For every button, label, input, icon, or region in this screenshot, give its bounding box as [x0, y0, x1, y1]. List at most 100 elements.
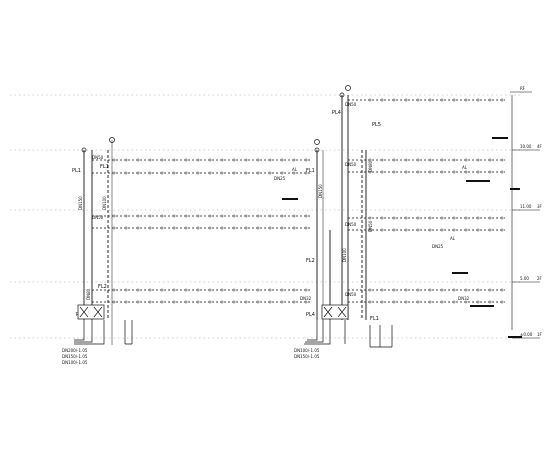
sprinkler-head-icon — [148, 288, 152, 292]
sprinkler-head-icon — [440, 98, 444, 102]
sprinkler-head-icon — [112, 300, 116, 304]
bottom-left-notes: DN200/-1.05 DN150/-1.05 DN100/-1.05 — [62, 348, 88, 365]
note-left-0: DN200/-1.05 — [62, 348, 88, 353]
sprinkler-head-icon — [392, 170, 396, 174]
sprinkler-head-icon — [416, 288, 420, 292]
riser-pipes — [83, 95, 513, 345]
sprinkler-head-icon — [476, 98, 480, 102]
sprinkler-head-icon — [304, 288, 308, 292]
sprinkler-head-icon — [464, 98, 468, 102]
sprinkler-head-icon — [184, 288, 188, 292]
floor-label-4f: 4F — [537, 144, 543, 149]
sprinkler-head-icon — [368, 98, 372, 102]
sprinkler-head-icon — [148, 300, 152, 304]
sprinkler-head-icon — [404, 158, 408, 162]
bottom-mid-notes: DN100/-1.05 DN150/-1.05 — [294, 348, 320, 359]
sprinkler-head-icon — [368, 158, 372, 162]
sprinkler-head-icon — [488, 288, 492, 292]
sprinkler-head-icon — [440, 228, 444, 232]
sprinkler-head-icon — [172, 288, 176, 292]
sprinkler-head-icon — [304, 158, 308, 162]
sprinkler-head-icon — [280, 288, 284, 292]
riser-label-fl2: FL2 — [98, 284, 107, 290]
sprinkler-head-icon — [404, 216, 408, 220]
branch-label-dn50-3f-r: DN50 — [345, 222, 357, 227]
sprinkler-head-icon — [148, 158, 152, 162]
sprinkler-head-icon — [488, 228, 492, 232]
sprinkler-head-icon — [404, 98, 408, 102]
sprinkler-head-icon — [232, 158, 236, 162]
sprinkler-head-icon — [292, 214, 296, 218]
sprinkler-head-icon — [124, 158, 128, 162]
sprinkler-head-icon — [280, 158, 284, 162]
sprinkler-head-icon — [148, 171, 152, 175]
floor-label-rf: RF — [520, 86, 526, 91]
sprinkler-head-icon — [500, 170, 504, 174]
sprinkler-head-icon — [244, 171, 248, 175]
sprinkler-head-icon — [244, 300, 248, 304]
branch-label-al-c: AL — [450, 236, 456, 241]
sprinkler-head-icon — [244, 214, 248, 218]
sprinkler-head-icon — [380, 300, 384, 304]
riser-label-pl4: PL4 — [306, 312, 315, 318]
sprinkler-head-icon — [268, 300, 272, 304]
riser-labels: PL1 FL1 FL2 PL3 FL1 FL1 FL2 PL4 PL4 PL5 … — [72, 110, 381, 322]
branch-label-dn32-b: DN32 — [458, 296, 470, 301]
riser-label-pl1: PL1 — [72, 168, 81, 174]
pipe-size-labels: DN150 DN100 DN80 DN150 DN100 DN80 DN50 — [78, 160, 373, 300]
sprinkler-head-icon — [124, 171, 128, 175]
sprinkler-head-icon — [380, 158, 384, 162]
sprinkler-head-icon — [368, 170, 372, 174]
sprinkler-head-icon — [196, 158, 200, 162]
branch-label-al-b: AL — [462, 165, 468, 170]
sprinkler-head-icon — [380, 288, 384, 292]
sprinkler-head-icon — [244, 158, 248, 162]
sprinkler-head-icon — [464, 300, 468, 304]
sprinkler-head-icon — [268, 158, 272, 162]
sprinkler-head-icon — [292, 158, 296, 162]
drain-stubs — [74, 320, 393, 348]
floor-elevation-3f: 11.00 — [520, 204, 532, 209]
sprinkler-head-icon — [292, 226, 296, 230]
floor-elevation-4f: 10.00 — [520, 144, 532, 149]
branch-size-labels: DN50 DN50 DN50 DN50 DN50 DN50 DN25 DN25 … — [92, 102, 470, 301]
sprinkler-head-icon — [172, 158, 176, 162]
sprinkler-head-icon — [452, 158, 456, 162]
sprinkler-head-icon — [476, 216, 480, 220]
sprinkler-head-icon — [172, 300, 176, 304]
sprinkler-head-icon — [440, 216, 444, 220]
sprinkler-head-icon — [416, 228, 420, 232]
sprinkler-head-icon — [160, 226, 164, 230]
branch-label-dn32-a: DN32 — [300, 296, 312, 301]
pipe-size-dn100-mid: DN100 — [342, 248, 347, 262]
sprinkler-head-icon — [404, 288, 408, 292]
note-left-2: DN100/-1.05 — [62, 360, 88, 365]
pipe-size-dn100-left: DN100 — [102, 196, 107, 210]
sprinkler-head-icon — [380, 170, 384, 174]
sprinkler-head-icon — [476, 170, 480, 174]
riser-label-fl1: FL1 — [100, 164, 109, 170]
sprinkler-head-icon — [220, 171, 224, 175]
sprinkler-head-icon — [380, 216, 384, 220]
sprinkler-head-icon — [208, 288, 212, 292]
sprinkler-head-icon — [292, 171, 296, 175]
pipe-size-dn150-left: DN150 — [78, 196, 83, 210]
sprinkler-head-icon — [160, 158, 164, 162]
pipe-size-dn50-right: DN50 — [368, 220, 373, 232]
note-left-1: DN150/-1.05 — [62, 354, 88, 359]
sprinkler-head-icon — [232, 226, 236, 230]
sprinkler-head-icon — [404, 228, 408, 232]
sprinkler-head-icon — [500, 288, 504, 292]
sprinkler-head-icon — [208, 300, 212, 304]
sprinkler-head-icon — [440, 170, 444, 174]
sprinkler-head-icon — [220, 300, 224, 304]
sprinkler-head-icon — [232, 300, 236, 304]
sprinkler-head-icon — [232, 214, 236, 218]
floor-elevation-2f: 5.00 — [520, 276, 529, 281]
sprinkler-head-icon — [476, 288, 480, 292]
floor-label-1f: 1F — [537, 332, 543, 337]
sprinkler-head-icon — [488, 300, 492, 304]
sprinkler-head-icon — [184, 171, 188, 175]
sprinkler-head-icon — [172, 214, 176, 218]
sprinkler-head-icon — [380, 98, 384, 102]
